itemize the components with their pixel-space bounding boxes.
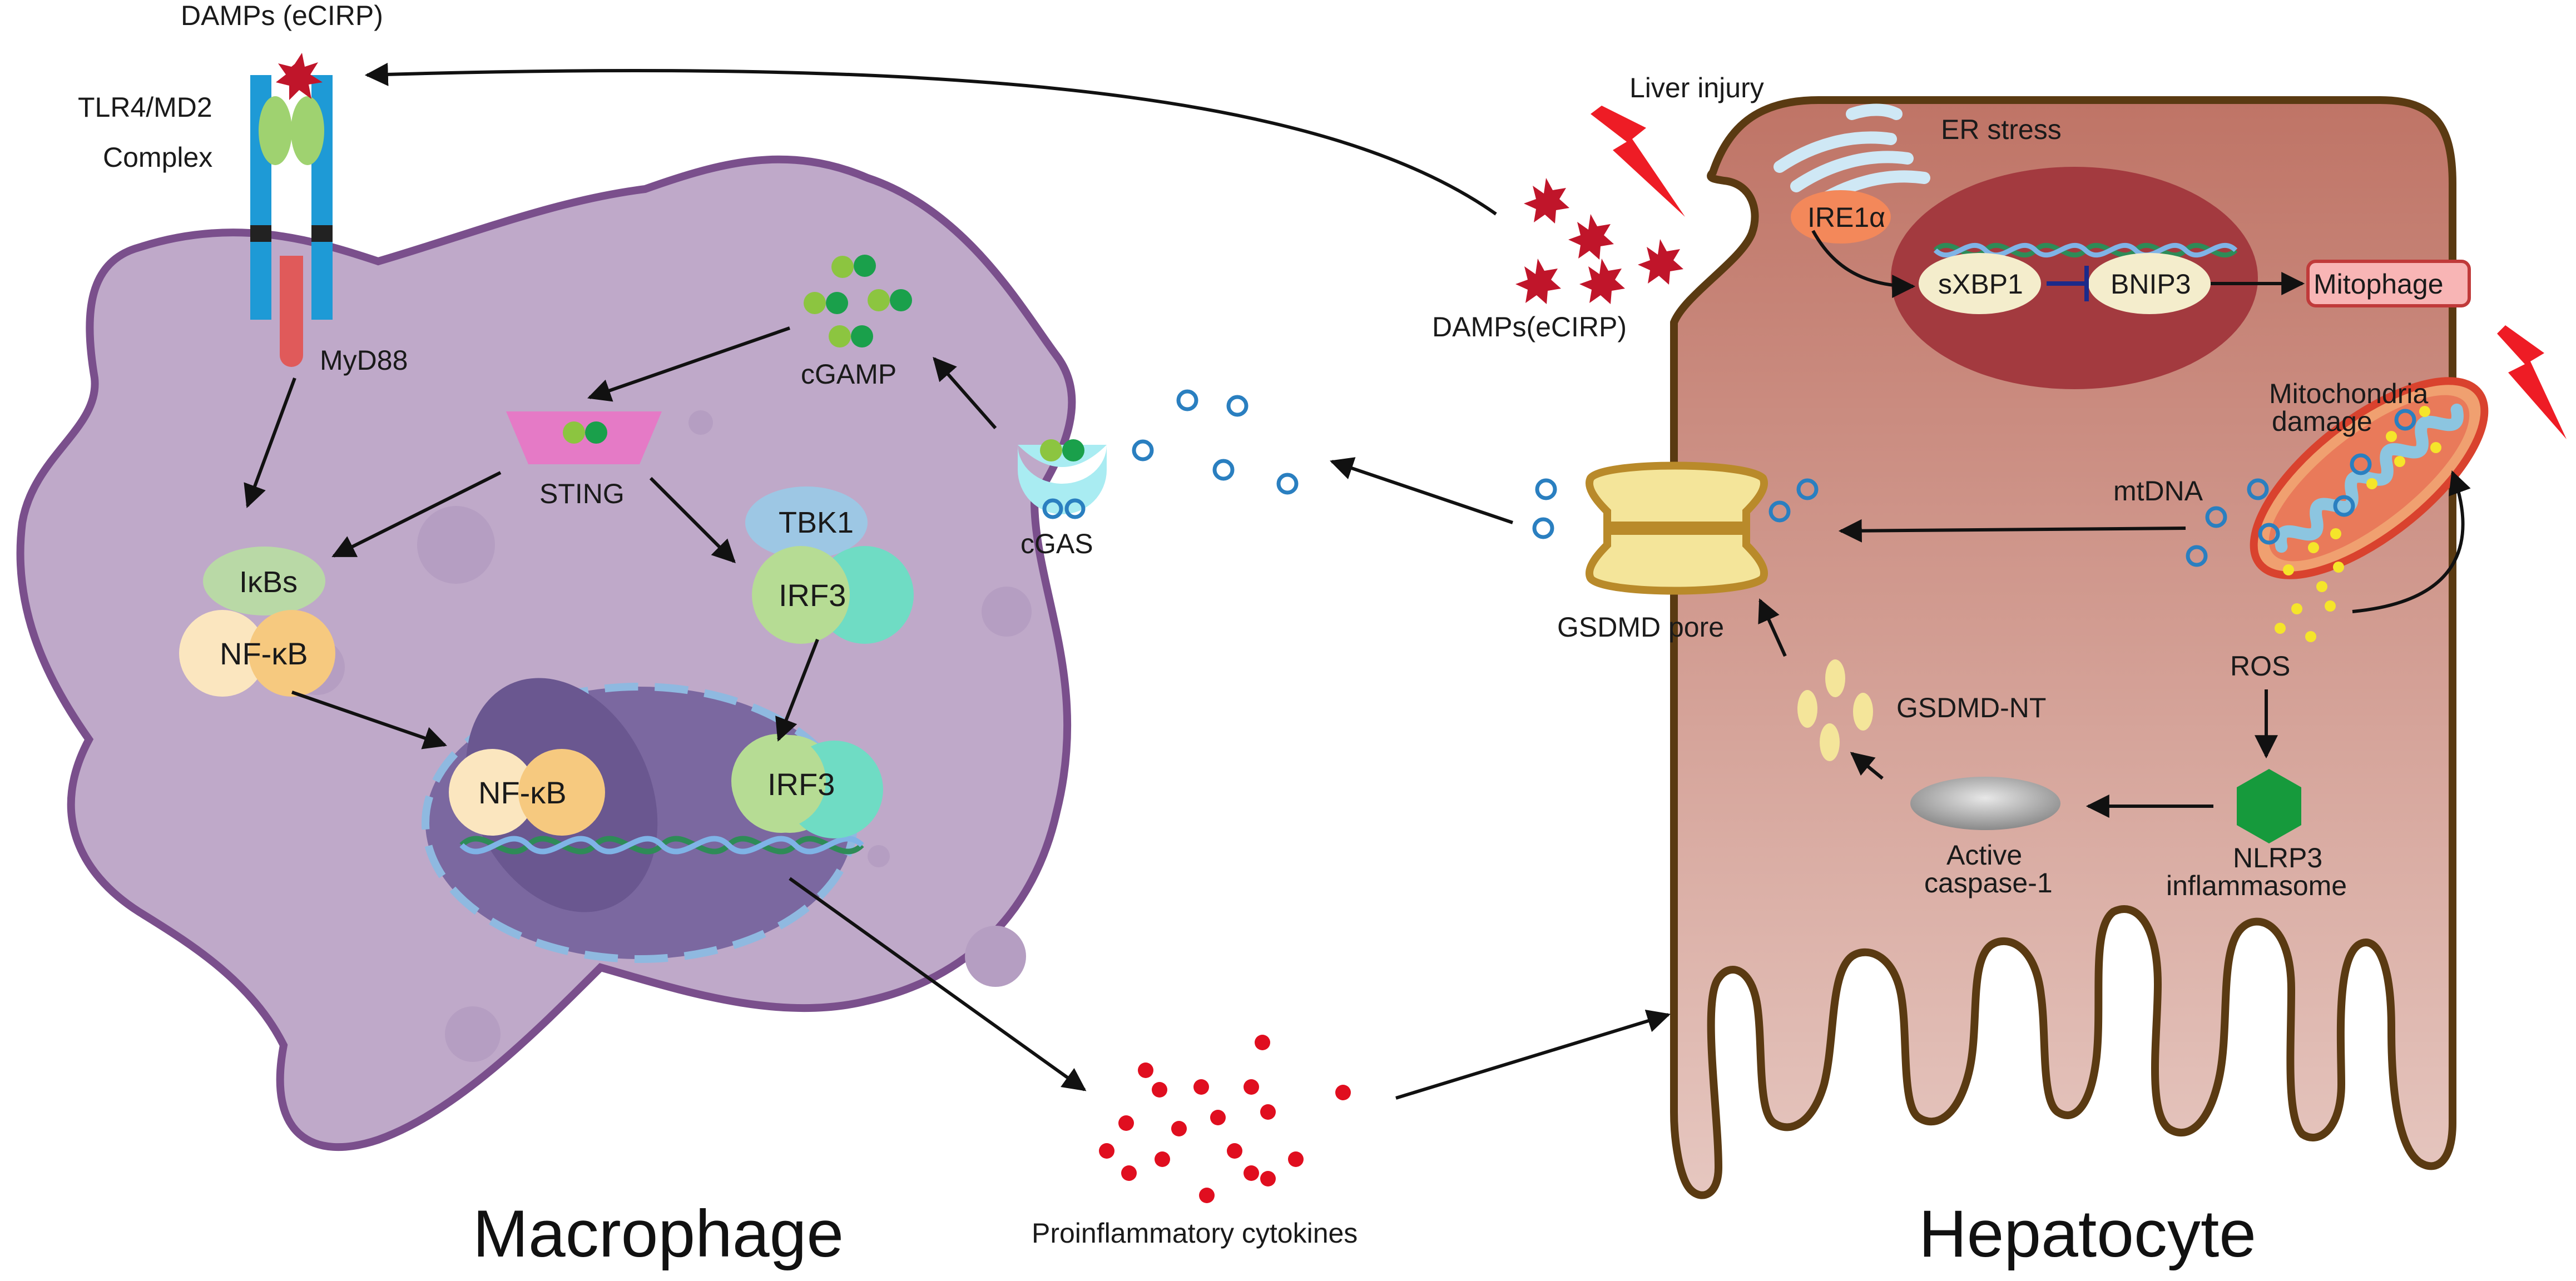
label-nfkb-cyto: NF-κB <box>220 636 308 671</box>
ros-dots <box>2275 406 2441 642</box>
dna-helix-hepatocyte <box>1933 242 2238 258</box>
label-gsdmd-pore: GSDMD pore <box>1557 612 1724 643</box>
label-hepatocyte: Hepatocyte <box>1919 1196 2256 1271</box>
lightning-bolt-icon <box>1591 106 1685 217</box>
label-cgas: cGAS <box>1021 528 1093 559</box>
label-ikbs: IκBs <box>239 565 298 599</box>
mtdna-cytoplasm <box>1768 478 2280 567</box>
label-cytokines: Proinflammatory cytokines <box>1032 1218 1358 1249</box>
inhibition-mark <box>2047 266 2089 301</box>
label-nlrp3-1: NLRP3 <box>2233 842 2322 873</box>
arrows <box>244 62 2471 1100</box>
label-damps-hep: DAMPs(eCIRP) <box>1432 311 1627 342</box>
hepatocyte-cell <box>1586 96 2489 1199</box>
gsdmd-pore <box>1586 461 1768 595</box>
caspase-1 <box>1910 777 2060 830</box>
nfkb-nucleus <box>449 749 605 836</box>
gsdmd-nt <box>1797 659 1873 761</box>
vesicle <box>445 1006 501 1062</box>
mtdna-extracellular <box>1132 389 1627 539</box>
cytokine-dots <box>1099 1035 1351 1203</box>
bnip3 <box>2088 253 2211 314</box>
tbk1-irf3-complex <box>745 486 914 644</box>
nlrp3-inflammasome <box>2237 769 2301 843</box>
mito-mtdna <box>2333 409 2416 517</box>
label-tlr4-2: Complex <box>103 142 212 173</box>
hepatocyte-nucleus <box>1891 167 2258 389</box>
label-caspase-1: Active <box>1946 840 2022 871</box>
label-caspase-2: caspase-1 <box>1924 867 2053 898</box>
cgamp-cluster <box>804 255 912 347</box>
label-damps-top: DAMPs (eCIRP) <box>181 0 383 31</box>
sxbp1 <box>1919 253 2041 314</box>
macrophage-membrane <box>16 155 1076 1151</box>
extracellular-damps <box>1515 178 1683 304</box>
label-irf3-cyto: IRF3 <box>779 578 846 613</box>
label-gsdmd-nt: GSDMD-NT <box>1896 692 2046 723</box>
vesicle <box>417 506 495 584</box>
label-sting: STING <box>539 478 625 509</box>
irf3-nucleus <box>731 734 883 838</box>
vesicle <box>868 845 890 867</box>
label-liver-injury: Liver injury <box>1629 72 1764 103</box>
myd88 <box>280 256 303 367</box>
label-bnip3: BNIP3 <box>2111 269 2191 300</box>
vesicle <box>965 926 1026 987</box>
label-nfkb-nuc: NF-κB <box>478 775 567 810</box>
label-mitophage: Mitophage <box>2314 269 2444 300</box>
lightning-bolt-icon <box>2497 325 2567 439</box>
label-ire1a: IRE1α <box>1807 202 1885 233</box>
label-mtdna: mtDNA <box>2113 475 2203 507</box>
dna-helix-nucleus <box>459 836 864 855</box>
vesicle <box>982 587 1032 637</box>
label-mito-damage-1: Mitochondria <box>2269 378 2428 409</box>
label-tlr4-1: TLR4/MD2 <box>78 92 212 123</box>
label-ros: ROS <box>2230 651 2290 682</box>
mitophage-box <box>2306 260 2471 307</box>
label-cgamp: cGAMP <box>801 359 896 390</box>
label-irf3-nuc: IRF3 <box>767 767 835 802</box>
ikb-nfkb-complex <box>179 547 335 697</box>
cgas <box>1018 439 1107 519</box>
sting <box>506 411 662 464</box>
label-mito-damage-2: damage <box>2272 406 2372 437</box>
label-macrophage: Macrophage <box>473 1196 844 1271</box>
hepatocyte-membrane <box>1670 96 2456 1199</box>
label-tbk1: TBK1 <box>779 506 854 539</box>
label-myd88: MyD88 <box>320 345 408 376</box>
tlr4-md2-complex <box>250 53 333 320</box>
mitochondrion <box>2250 377 2489 579</box>
label-er-stress: ER stress <box>1941 114 2062 145</box>
tbk1 <box>745 486 868 559</box>
vesicle <box>688 410 713 435</box>
ire1a <box>1791 190 1891 244</box>
macrophage-cell <box>16 155 1076 1151</box>
label-nlrp3-2: inflammasome <box>2166 870 2347 901</box>
label-sxbp1: sXBP1 <box>1938 269 2023 300</box>
